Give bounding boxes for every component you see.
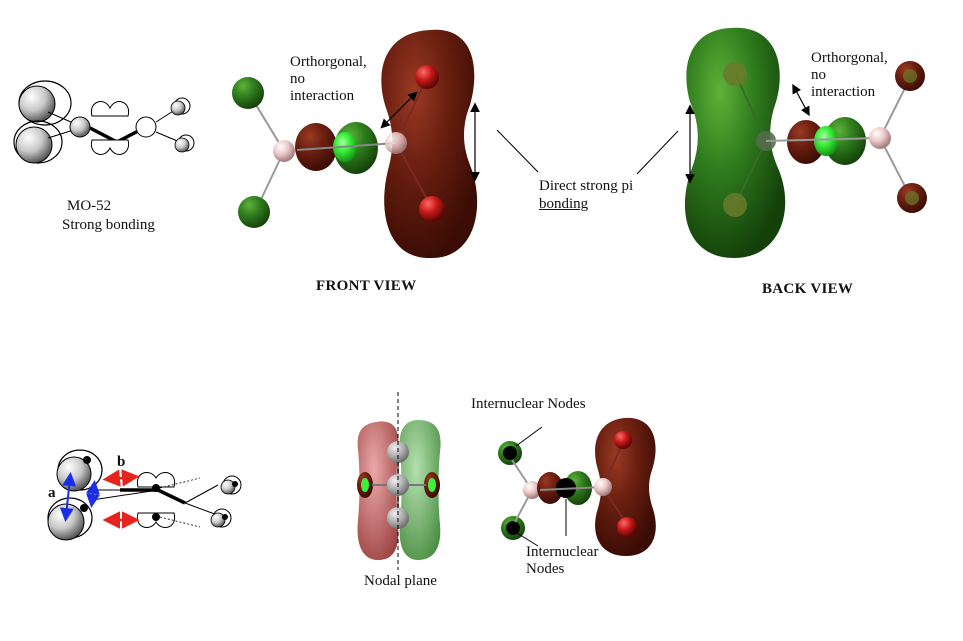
nodal-plane-label: Nodal plane: [364, 573, 437, 589]
front-view-title: FRONT VIEW: [316, 278, 417, 294]
orthogonal-front-label: Orthorgonal, no interaction: [290, 54, 367, 104]
direct-pi-label-line2: bonding: [539, 196, 589, 212]
back-view-title: BACK VIEW: [762, 281, 854, 297]
orthogonal-back-label: Orthorgonal, no interaction: [811, 50, 888, 100]
internuclear-nodes-bottom-label: Internuclear Nodes: [526, 544, 599, 577]
direct-pi-label-line1: Direct strong pi: [539, 178, 634, 194]
mo-description-label: Strong bonding: [62, 217, 155, 233]
mo-name-label: MO-52: [67, 198, 112, 214]
label-a: a: [48, 485, 56, 501]
label-b: b: [117, 454, 126, 470]
back-view-orbital: [684, 27, 927, 259]
front-view-orbital: [232, 29, 480, 259]
internuclear-nodes-orbital: [498, 417, 656, 556]
top-left-schematic: [13, 80, 195, 164]
nodal-plane-orbital: [357, 392, 441, 570]
bottom-left-schematic: [47, 449, 242, 541]
pointer-line-front: [496, 129, 539, 173]
internuclear-nodes-top-label: Internuclear Nodes: [471, 396, 586, 412]
pointer-line-back: [636, 130, 679, 175]
